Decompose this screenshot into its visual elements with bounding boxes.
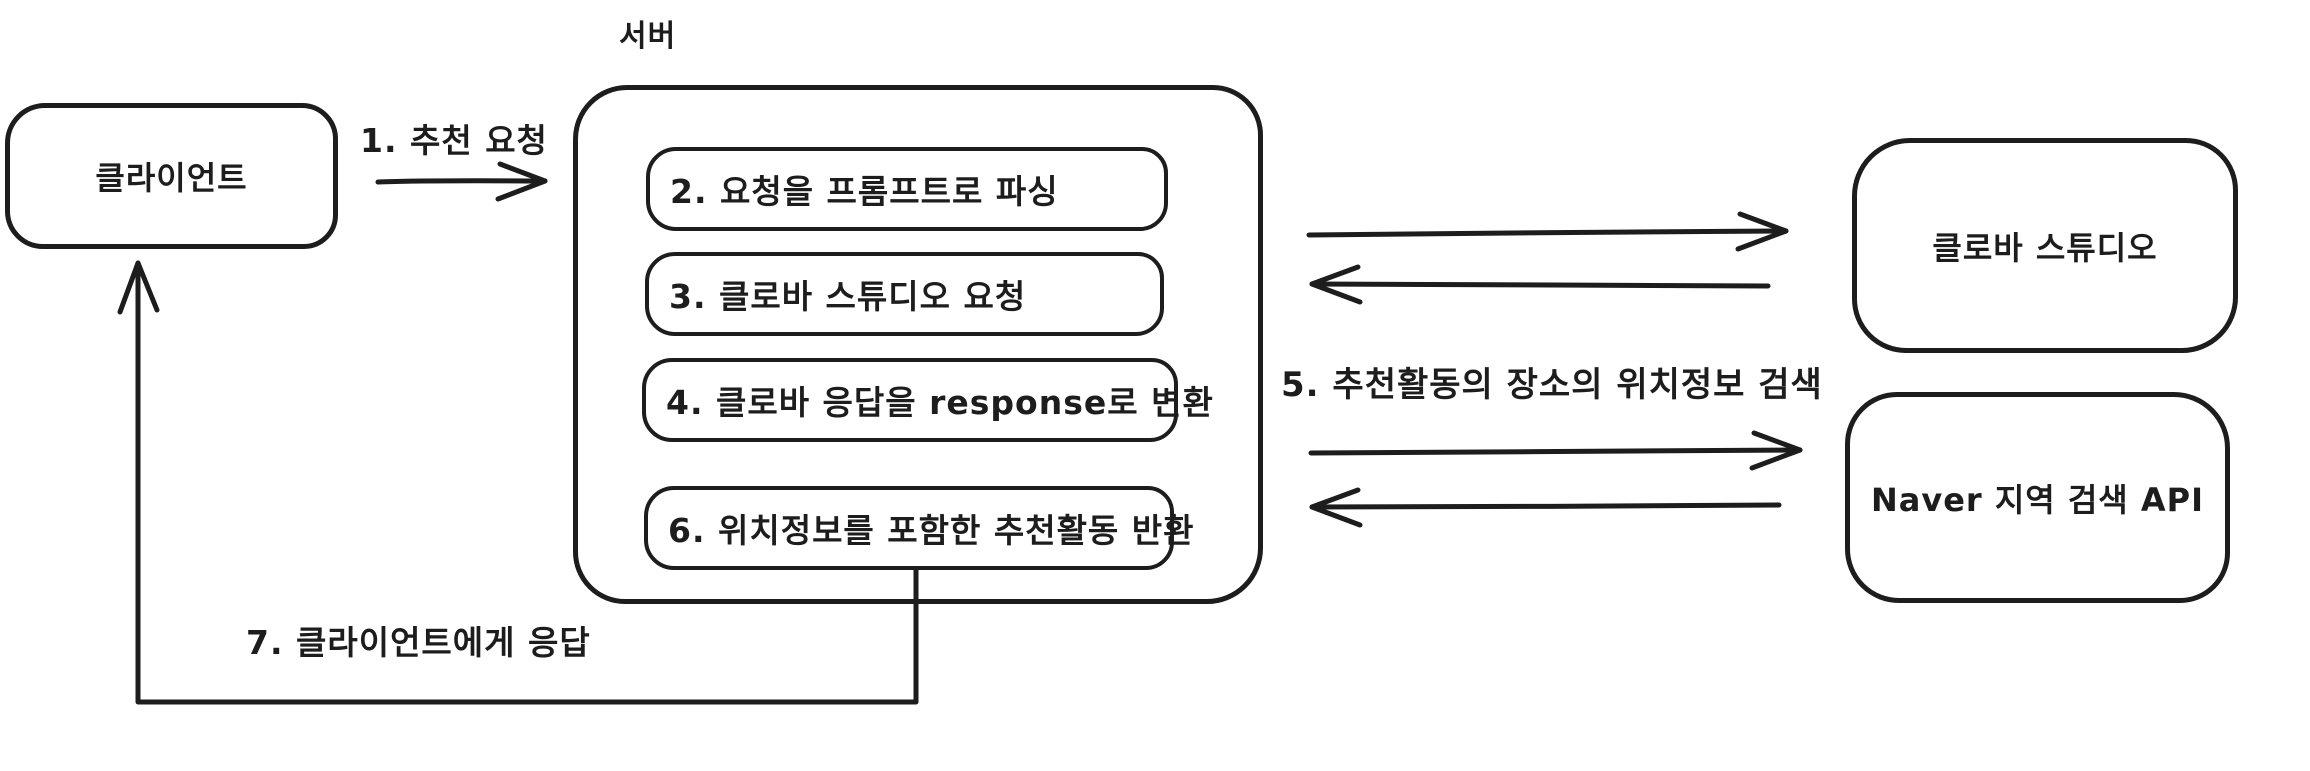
client-node-label: 클라이언트 — [95, 159, 248, 197]
step-node-return-activities[interactable]: 6. 위치정보를 포함한 추천활동 반환 — [644, 486, 1194, 570]
step-label: 3. 클로바 스튜디오 요청 — [669, 277, 1027, 316]
client-node[interactable]: 클라이언트 — [5, 103, 338, 249]
step-label: 4. 클로바 응답을 response로 변환 — [666, 383, 1214, 422]
step-label: 2. 요청을 프롬프트로 파싱 — [670, 172, 1059, 211]
step-node-clova-request[interactable]: 3. 클로바 스튜디오 요청 — [645, 252, 1164, 336]
edge-label-location-search[interactable]: 5. 추천활동의 장소의 위치정보 검색 — [1281, 365, 1823, 405]
edge-naver-request-arrow[interactable] — [1308, 430, 1803, 471]
edge-naver-response-arrow[interactable] — [1309, 487, 1782, 528]
edge-request-arrow[interactable] — [375, 161, 548, 202]
step-node-convert-response[interactable]: 4. 클로바 응답을 response로 변환 — [642, 358, 1213, 442]
step-label: 6. 위치정보를 포함한 추천활동 반환 — [668, 511, 1195, 550]
edge-client-response-arrow[interactable] — [117, 260, 919, 705]
step-node-parse-prompt[interactable]: 2. 요청을 프롬프트로 파싱 — [646, 147, 1168, 231]
clova-studio-node-label: 클로바 스튜디오 — [1932, 228, 2158, 267]
naver-api-node-label: Naver 지역 검색 API — [1870, 480, 2205, 519]
naver-api-node[interactable]: Naver 지역 검색 API — [1845, 392, 2230, 603]
edge-label-request[interactable]: 1. 추천 요청 — [360, 121, 548, 160]
edge-clova-request-arrow[interactable] — [1306, 211, 1789, 252]
server-group-label[interactable]: 서버 — [619, 19, 677, 54]
clova-studio-node[interactable]: 클로바 스튜디오 — [1852, 138, 2238, 353]
edge-label-client-response[interactable]: 7. 클라이언트에게 응답 — [246, 623, 591, 662]
edge-clova-response-arrow[interactable] — [1309, 264, 1771, 305]
